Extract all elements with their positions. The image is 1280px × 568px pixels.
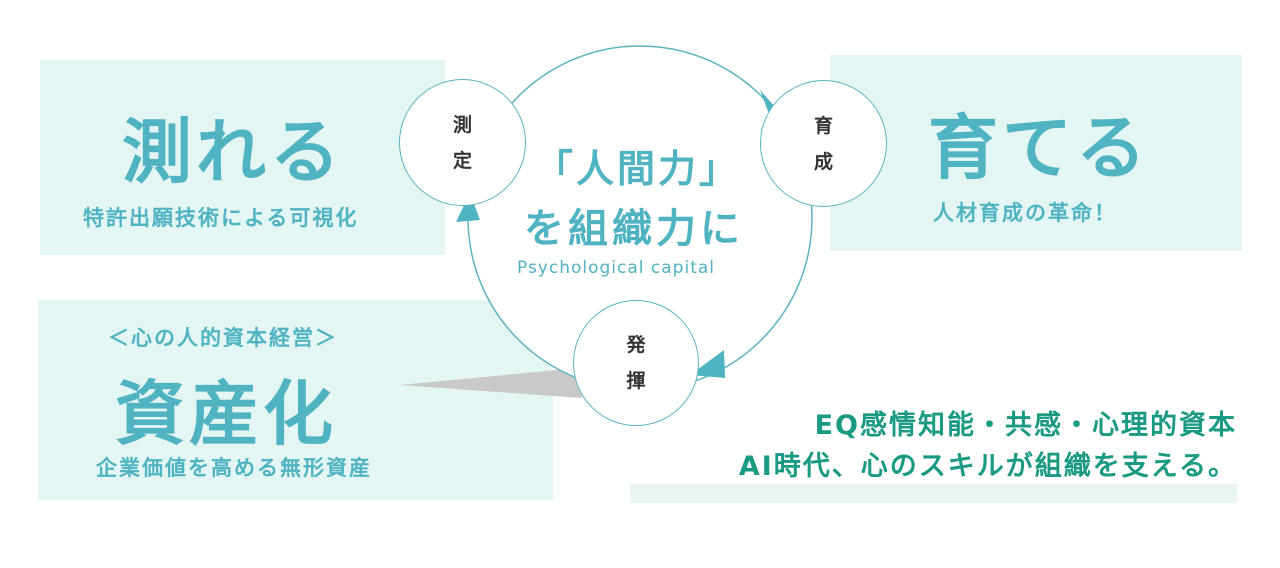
asset-tagline: ＜心の人的資本経営＞ <box>108 326 338 350</box>
center-line2: を組織力に <box>524 206 744 252</box>
asset-subtitle: 企業価値を高める無形資産 <box>96 456 372 480</box>
measure-subtitle: 特許出願技術による可視化 <box>83 206 359 230</box>
center-english: Psychological capital <box>517 258 716 278</box>
node-char: 測 <box>452 113 472 136</box>
grow-panel <box>830 55 1242 251</box>
node-grow: 育成 <box>760 80 887 207</box>
node-char: 育 <box>813 114 833 137</box>
node-measure: 測定 <box>399 79 526 206</box>
node-char: 定 <box>452 149 472 172</box>
grow-title: 育てる <box>928 107 1150 189</box>
center-line1: 「人間力」 <box>535 147 741 191</box>
message-line1: EQ感情知能・共感・心理的資本 <box>814 410 1237 441</box>
arrow-to-exert <box>690 350 725 378</box>
message-underline-bar <box>630 484 1237 503</box>
asset-title: 資産化 <box>115 373 337 455</box>
node-exert: 発揮 <box>573 300 699 426</box>
node-char: 揮 <box>626 370 646 392</box>
node-char: 成 <box>813 150 833 173</box>
measure-title: 測れる <box>122 111 344 193</box>
node-char: 発 <box>626 334 646 356</box>
asset-panel <box>38 300 553 500</box>
measure-panel <box>40 60 445 255</box>
callout-wedge <box>400 368 582 398</box>
grow-subtitle: 人材育成の革命！ <box>933 201 1117 225</box>
arrow-to-measure <box>456 193 480 222</box>
message-line2: AI時代、心のスキルが組織を支える。 <box>738 451 1237 482</box>
